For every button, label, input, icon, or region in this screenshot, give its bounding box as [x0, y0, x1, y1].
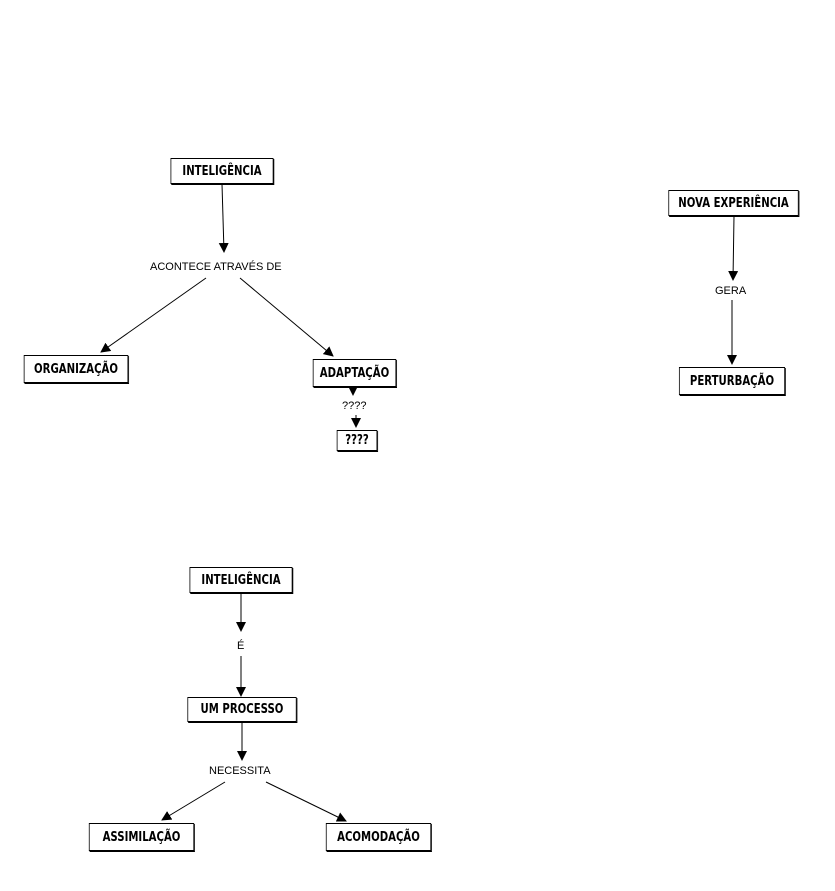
link-label-unknown: ???? — [342, 399, 367, 413]
concept-node-label: ???? — [345, 433, 369, 448]
concept-node-label: INTELIGÊNCIA — [182, 163, 262, 179]
link-label-gera: GERA — [715, 284, 747, 298]
concept-node-um-processo[interactable]: UM PROCESSO — [187, 697, 297, 722]
concept-node-adaptacao[interactable]: ADAPTAÇÃO — [312, 359, 397, 387]
concept-node-nova-experiencia[interactable]: NOVA EXPERIÊNCIA — [668, 190, 799, 216]
concept-node-label: PERTURBAÇÃO — [689, 373, 775, 389]
concept-node-acomodacao[interactable]: ACOMODAÇÃO — [325, 823, 432, 851]
concept-node-label: ASSIMILAÇÃO — [102, 829, 181, 845]
concept-node-label: ADAPTAÇÃO — [319, 365, 390, 381]
edge-inteligencia-to-acontece — [218, 183, 229, 253]
concept-node-label: INTELIGÊNCIA — [201, 572, 281, 588]
concept-node-inteligencia-2[interactable]: INTELIGÊNCIA — [189, 567, 293, 593]
concept-node-unknown[interactable]: ???? — [336, 430, 378, 451]
edge-acontece-to-adaptacao — [239, 277, 334, 357]
concept-node-label: ACOMODAÇÃO — [337, 829, 420, 845]
link-label-acontece: ACONTECE ATRAVÉS DE — [150, 260, 282, 274]
concept-node-label: UM PROCESSO — [200, 702, 284, 717]
concept-node-label: ORGANIZAÇÃO — [34, 361, 118, 377]
link-label-e: É — [237, 639, 245, 653]
link-label-necessita: NECESSITA — [209, 764, 271, 778]
edge-nova-to-gera — [728, 215, 739, 281]
edge-acontece-to-organizacao — [100, 277, 207, 353]
concept-node-perturbacao[interactable]: PERTURBAÇÃO — [678, 367, 786, 395]
concept-node-organizacao[interactable]: ORGANIZAÇÃO — [23, 355, 129, 383]
concept-node-inteligencia[interactable]: INTELIGÊNCIA — [170, 158, 274, 184]
edge-necessita-to-acomodacao — [265, 781, 347, 822]
edge-necessita-to-assimilacao — [161, 781, 226, 821]
concept-node-label: NOVA EXPERIÊNCIA — [678, 195, 789, 211]
concept-node-assimilacao[interactable]: ASSIMILAÇÃO — [88, 823, 195, 851]
